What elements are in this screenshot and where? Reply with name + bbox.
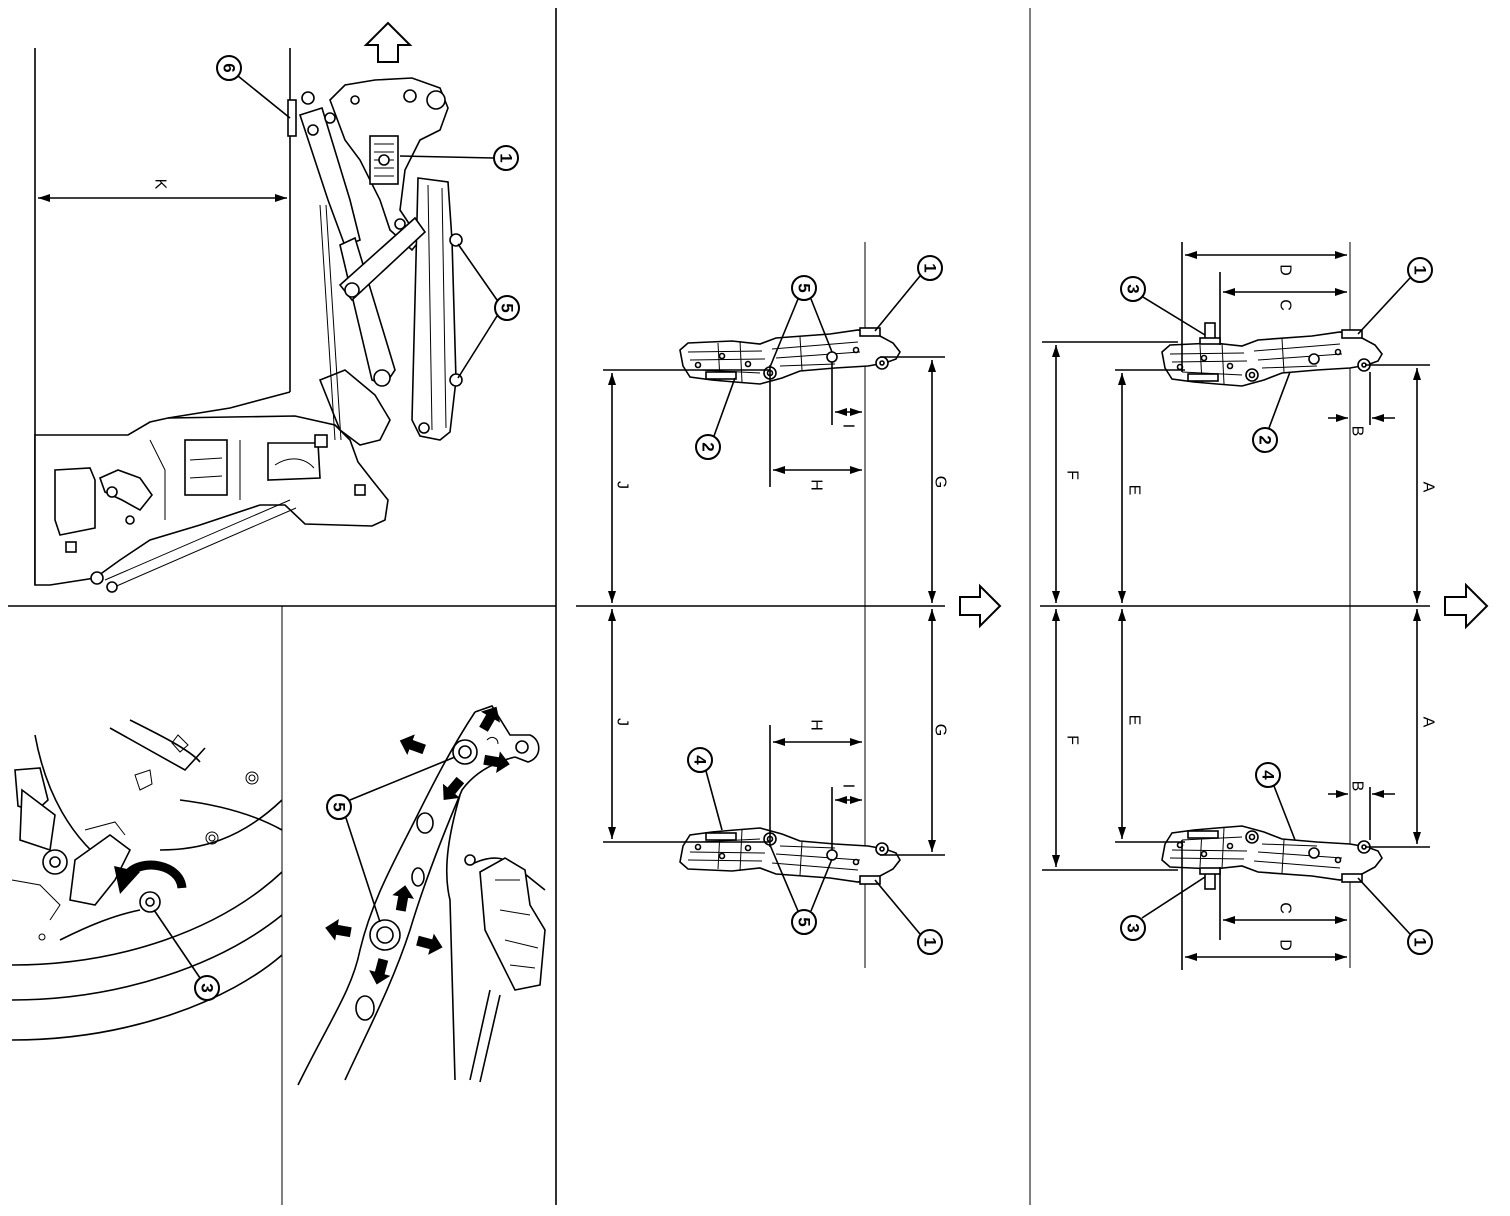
callout-1-bottom: 1 [874, 879, 943, 955]
move-arrow-icon [435, 772, 469, 808]
move-arrow-icon [482, 748, 512, 776]
svg-text:5: 5 [330, 802, 349, 811]
callout-5-top: 5 [769, 275, 833, 368]
move-arrow-icon [389, 883, 417, 913]
dimension-lines-bottom [1042, 609, 1430, 970]
callout-5-b: 5 [326, 756, 456, 923]
callout-5: 5 [457, 243, 520, 379]
adjust-direction-arrows [323, 701, 512, 988]
dimension-d-label: D [1277, 939, 1294, 951]
dimension-k-label: K [152, 179, 169, 190]
move-arrow-icon [396, 730, 428, 760]
svg-text:6: 6 [220, 63, 239, 72]
svg-text:2: 2 [699, 442, 718, 451]
svg-text:1: 1 [1411, 937, 1430, 946]
callout-2: 2 [1252, 371, 1291, 453]
dimension-e-label: E [1126, 485, 1143, 496]
svg-text:1: 1 [921, 937, 940, 946]
svg-text:1: 1 [921, 263, 940, 272]
callout-3-bottom: 3 [1120, 876, 1206, 941]
dimension-lines-top [1042, 242, 1430, 603]
hinge-arm [297, 705, 546, 1086]
dimension-a-label: A [1420, 482, 1437, 493]
callout-4: 4 [1255, 762, 1296, 841]
dimension-a-label: A [1420, 717, 1437, 728]
front-outline-arrow-icon [1444, 582, 1489, 630]
svg-text:1: 1 [497, 153, 516, 162]
callout-6: 6 [216, 55, 291, 119]
hinge-part-top [679, 327, 901, 385]
dimension-h-label: H [808, 479, 825, 491]
front-outline-arrow-icon [959, 583, 1002, 629]
svg-text:2: 2 [1256, 435, 1275, 444]
dimension-e-label: E [1126, 715, 1143, 726]
dimension-g-label: G [932, 724, 949, 736]
hood-hinge-assembly [287, 77, 463, 446]
svg-text:4: 4 [691, 755, 710, 765]
callout-2: 2 [695, 377, 736, 460]
hinge-bolt-upper [449, 233, 463, 247]
up-outline-arrow-icon [363, 21, 413, 63]
hinge-part-bottom [1161, 825, 1383, 883]
callout-5-bottom: 5 [769, 844, 833, 935]
svg-text:5: 5 [498, 303, 517, 312]
svg-text:3: 3 [198, 983, 217, 992]
callout-1-top: 1 [1357, 257, 1433, 335]
dimension-j-label: J [614, 718, 631, 726]
move-arrow-icon [323, 916, 353, 944]
dimension-f-label: F [1064, 470, 1081, 480]
dimension-g-label: G [932, 476, 949, 488]
move-arrow-icon [414, 930, 446, 958]
dimension-j-label: J [614, 481, 631, 489]
dimension-i-label: I [840, 424, 857, 428]
dimension-lines-bottom [603, 609, 945, 855]
latch-mechanism [11, 767, 132, 921]
bottom-left-panel-hinge-arm: 5 [297, 701, 546, 1086]
svg-text:4: 4 [1259, 770, 1278, 780]
hinge-part-top [1161, 329, 1383, 387]
dimension-c-label: C [1277, 902, 1294, 914]
dimension-b-label: B [1349, 781, 1366, 792]
hinge-bolt-lower-b [369, 919, 401, 951]
callout-1-bottom: 1 [1357, 877, 1433, 955]
top-left-panel-hinge-view: K [34, 21, 520, 593]
dimension-i-label: I [840, 784, 857, 788]
callout-1-top: 1 [874, 255, 943, 332]
callout-3: 3 [153, 909, 220, 1001]
svg-text:1: 1 [1411, 265, 1430, 274]
rotate-curved-arrow-icon [114, 860, 187, 894]
dimension-lines-top [603, 357, 945, 603]
callout-1: 1 [399, 145, 519, 171]
svg-text:5: 5 [795, 283, 814, 292]
panel-dividers [8, 8, 1031, 1205]
dimension-f-label: F [1064, 735, 1081, 745]
harness-connector [369, 135, 399, 185]
svg-text:3: 3 [1124, 923, 1143, 932]
callout-3-top: 3 [1120, 276, 1206, 336]
dimension-c-label: C [1277, 299, 1294, 311]
dimension-b-label: B [1349, 426, 1366, 437]
dimension-d-label: D [1277, 264, 1294, 276]
body-contour-lines [11, 719, 283, 1041]
right-panel-dimensions: D C F E A B A E F B C D 3 1 2 4 [1040, 242, 1489, 970]
bottom-left-panel-engine-bay: 3 [11, 719, 283, 1041]
svg-text:5: 5 [795, 917, 814, 926]
middle-panel-dimensions: G G J J H H I I 1 5 2 4 [576, 242, 1002, 968]
hood-ledge-bracket [34, 391, 389, 593]
svg-text:3: 3 [1124, 284, 1143, 293]
dimension-h-label: H [808, 719, 825, 731]
hinge-part-bottom [679, 827, 901, 885]
callout-4: 4 [687, 747, 723, 831]
hinge-stop-bracket [287, 99, 297, 137]
hinge-bolt-upper-b [452, 739, 478, 765]
